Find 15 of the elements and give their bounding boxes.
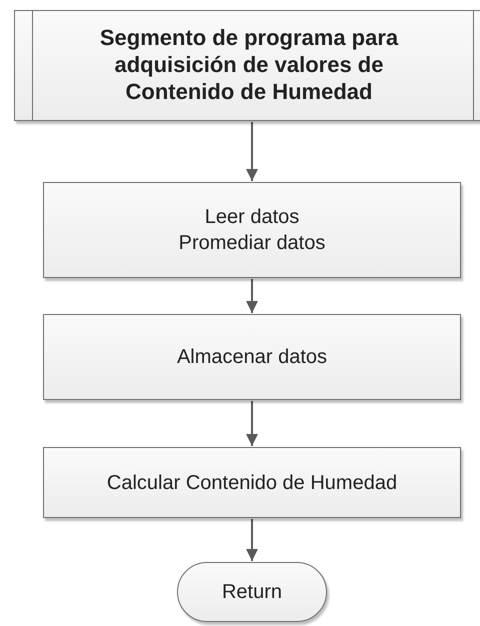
step-text: Almacenar datos xyxy=(176,345,328,370)
terminator-shape xyxy=(177,562,327,622)
process-box xyxy=(43,314,461,400)
step-text: Return xyxy=(222,580,282,604)
step-text: Promediar datos xyxy=(178,231,326,256)
step-text: Calcular Contenido de Humedad xyxy=(106,470,398,496)
process-box xyxy=(43,447,461,518)
arrow xyxy=(246,279,258,313)
step-text: Leer datos xyxy=(204,205,300,230)
subroutine-box xyxy=(14,10,480,121)
arrow xyxy=(246,519,258,561)
heading-text: Segmento de programa para adquisición de valores de Contenido de Humedad xyxy=(98,25,400,106)
arrow xyxy=(246,401,258,446)
process-box xyxy=(43,182,461,278)
arrow xyxy=(246,122,258,181)
